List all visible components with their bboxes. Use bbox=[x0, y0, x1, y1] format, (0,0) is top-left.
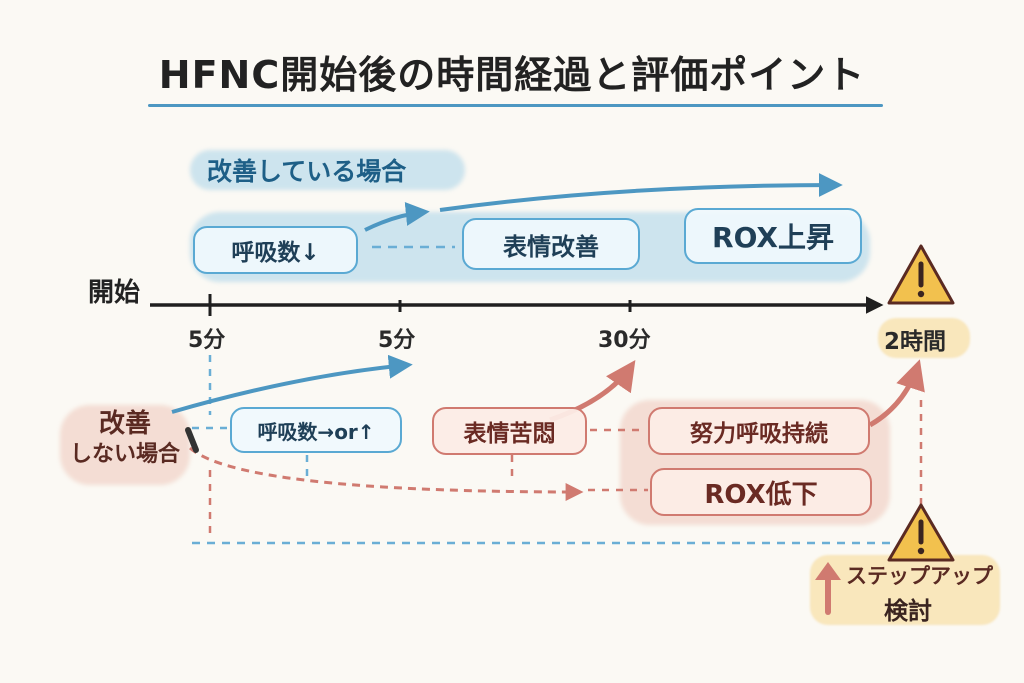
improving-arrow-2 bbox=[439, 173, 843, 212]
warning-icon-stepup bbox=[887, 503, 955, 562]
tick-label-3: 2時間 bbox=[884, 329, 947, 355]
not-improving-label-line1: 改善 bbox=[98, 409, 151, 439]
not-improving-box-effort: 努力呼吸持続 bbox=[648, 407, 870, 455]
two-hours-highlight bbox=[878, 318, 970, 358]
stepup-up-arrow bbox=[815, 562, 841, 615]
not-improving-box-rox: ROX低下 bbox=[650, 468, 872, 516]
not-improving-label-line2: しない場合 bbox=[69, 441, 180, 467]
title-underline bbox=[148, 104, 883, 107]
not-improving-red-arrow-2 bbox=[868, 359, 925, 428]
not-improving-box-distress: 表情苦悶 bbox=[432, 407, 587, 455]
improving-arrow-1 bbox=[364, 201, 430, 232]
improving-label-wash bbox=[190, 150, 465, 190]
improving-box-respiratory-rate: 呼吸数↓ bbox=[193, 226, 358, 274]
axis-start-label: 開始 bbox=[88, 278, 141, 308]
improving-box-expression: 表情改善 bbox=[462, 218, 640, 270]
label-edge-mark bbox=[185, 427, 199, 453]
tick-label-1: 5分 bbox=[378, 328, 416, 353]
stepup-highlight bbox=[810, 555, 1000, 625]
stepup-label-line2: 検討 bbox=[884, 597, 932, 625]
not-improving-box-respiratory-rate: 呼吸数→or↑ bbox=[230, 407, 402, 453]
improving-box-rox: ROX上昇 bbox=[684, 208, 862, 264]
tick-label-2: 30分 bbox=[598, 328, 651, 353]
not-improving-blue-arrow bbox=[171, 354, 413, 414]
diagram-title: HFNC開始後の時間経過と評価ポイント bbox=[158, 53, 866, 97]
not-improving-red-arrow-3 bbox=[189, 446, 584, 501]
not-improving-section-label: 改善 しない場合 bbox=[60, 408, 190, 468]
not-improving-label-wash bbox=[60, 405, 190, 485]
improving-section-label: 改善している場合 bbox=[207, 157, 407, 186]
stepup-label-line1: ステップアップ bbox=[846, 564, 993, 588]
tick-label-0: 5分 bbox=[188, 328, 226, 353]
warning-icon-2h bbox=[887, 244, 955, 305]
